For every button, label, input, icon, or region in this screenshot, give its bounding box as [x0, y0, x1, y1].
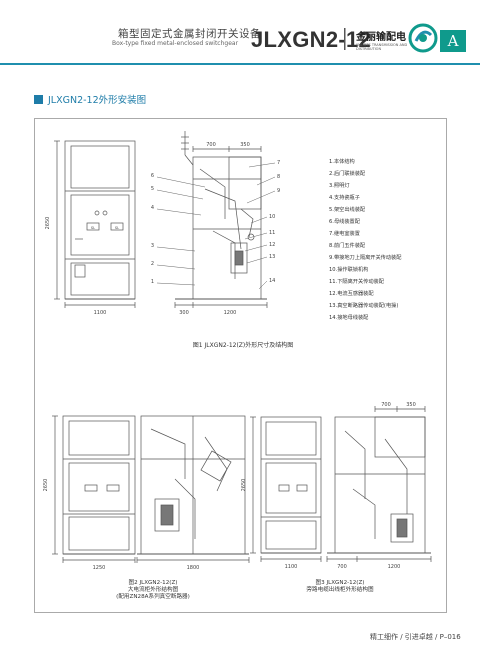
fig3-dim-bottom-right: 1200 — [388, 564, 401, 570]
callout-4: 4 — [151, 205, 154, 211]
drawing-frame: 2650 1100 700 350 300 1200 SL SL 6 5 4 3… — [34, 118, 447, 613]
fig2-caption-line3: (配用ZN28A系列真空断路器) — [116, 592, 190, 600]
callout-5: 5 — [151, 186, 154, 192]
fig3-dim-top-left: 700 — [381, 402, 391, 408]
legend-item-6: 6.母线装置配 — [329, 217, 361, 225]
fig1-panel-label-1: SL — [91, 226, 95, 230]
fig3-dim-width-left: 1100 — [285, 564, 298, 570]
legend-item-1: 1.本体结构 — [329, 157, 355, 165]
callout-8: 8 — [277, 174, 280, 180]
legend-item-11: 11.下隔离开关传动装配 — [329, 277, 385, 285]
callout-11: 11 — [269, 230, 275, 236]
brand-name-cn: 金丽输配电 — [356, 32, 406, 43]
fig3-dim-top-right: 350 — [406, 402, 416, 408]
fig2-side-view — [136, 415, 250, 563]
callout-10: 10 — [269, 214, 275, 220]
legend-item-14: 14.接地母线装配 — [329, 313, 369, 321]
callout-1: 1 — [151, 279, 154, 285]
fig3-dim-bottom-left: 700 — [337, 564, 347, 570]
fig1-dim-top-right: 350 — [240, 142, 250, 148]
fig1-dim-width-left: 1100 — [94, 310, 107, 316]
fig3-caption-line1: 图3 JLXGN2-12(Z) — [316, 578, 365, 586]
legend-item-10: 10.操作联锁机构 — [329, 265, 368, 273]
section-title: JLXGN2-12外形安装图 — [48, 95, 147, 106]
legend-item-9: 9.带接地刀上隔离开关传动装配 — [329, 253, 402, 261]
legend-item-3: 3.照明灯 — [329, 181, 350, 189]
fig3-side-view — [326, 406, 432, 562]
fig1-dim-top-left: 700 — [206, 142, 216, 148]
fig2-front-view — [52, 415, 136, 563]
fig1-side-view — [174, 131, 268, 308]
section-bullet-icon — [34, 94, 43, 104]
fig1-dim-bottom-right: 1200 — [224, 310, 237, 316]
fig2-caption-line1: 图2 JLXGN2-12(Z) — [129, 578, 178, 586]
legend-item-8: 8.前门五件装配 — [329, 241, 366, 249]
fig2-caption-line2: 大电流柜外形结构图 — [128, 585, 179, 593]
product-title-cn: 箱型固定式金属封闭开关设备 — [118, 28, 261, 40]
callout-9: 9 — [277, 188, 280, 194]
fig1-legend: 1.本体结构 2.后门联锁装配 3.照明灯 4.支持瓷瓶子 5.架空出线装配 6… — [329, 157, 402, 321]
callout-14: 14 — [269, 278, 275, 284]
model-number: JLXGN2-12 — [251, 27, 372, 52]
fig3-front-view — [250, 416, 322, 562]
section-badge: A — [440, 30, 466, 52]
header-divider — [344, 28, 346, 50]
fig1-dim-bottom-left: 300 — [179, 310, 189, 316]
callout-12: 12 — [269, 242, 275, 248]
legend-item-12: 12.电流互感器装配 — [329, 289, 374, 297]
callout-3: 3 — [151, 243, 154, 249]
fig2-dim-width-left: 1250 — [93, 565, 106, 571]
fig2-dim-width-right: 1800 — [187, 565, 200, 571]
fig3-caption-line2: 旁路电缆出线柜外形结构图 — [306, 585, 374, 593]
fig1-panel-label-2: SL — [115, 226, 119, 230]
fig1-front-view — [54, 140, 136, 308]
page-footer: 精工细作 / 引进卓越 / P–016 — [370, 633, 461, 641]
section-heading: JLXGN2-12外形安装图 — [34, 92, 146, 106]
fig1-caption: 图1 JLXGN2-12(Z)外形尺寸及结构图 — [193, 341, 294, 349]
installation-drawings: 2650 1100 700 350 300 1200 SL SL 6 5 4 3… — [43, 131, 432, 600]
product-title-en: Box-type fixed metal-enclosed switchgear — [112, 40, 239, 47]
callout-6: 6 — [151, 173, 154, 179]
brand-block: 金丽输配电 JINLIDTS TRANSMISSION AND DISTRIBU… — [356, 28, 416, 51]
legend-item-4: 4.支持瓷瓶子 — [329, 193, 360, 201]
fig3-dim-height: 2650 — [241, 479, 247, 492]
legend-item-13: 13.真空断路器传动装配(电操) — [329, 301, 398, 309]
brand-name-en: JINLIDTS TRANSMISSION AND DISTRIBUTION — [356, 43, 408, 51]
legend-item-5: 5.架空出线装配 — [329, 205, 366, 213]
fig1-leader-lines — [156, 162, 276, 290]
callout-13: 13 — [269, 254, 275, 260]
header-rule — [0, 63, 480, 65]
fig2-dim-height: 2650 — [43, 479, 49, 492]
callout-7: 7 — [277, 160, 280, 166]
fig1-dim-height: 2650 — [45, 217, 51, 230]
legend-item-7: 7.继电室装置 — [329, 229, 360, 237]
legend-item-2: 2.后门联锁装配 — [329, 169, 366, 177]
page-header: 箱型固定式金属封闭开关设备 Box-type fixed metal-enclo… — [0, 0, 480, 70]
brand-logo-icon — [408, 23, 438, 53]
callout-2: 2 — [151, 261, 154, 267]
